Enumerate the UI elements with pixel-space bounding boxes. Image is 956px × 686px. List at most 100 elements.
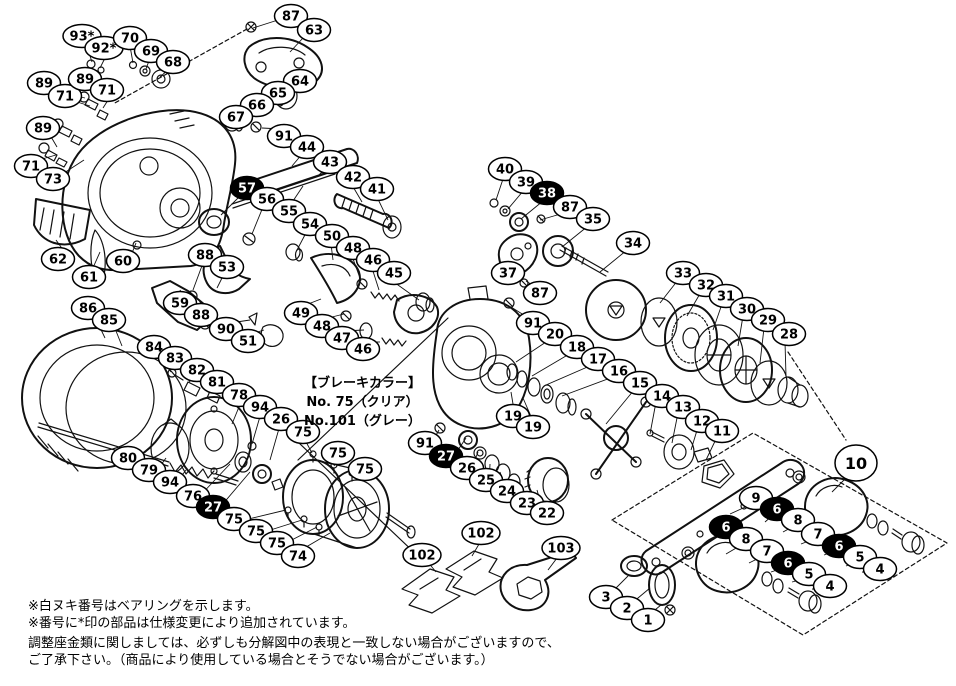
- svg-text:18: 18: [568, 341, 586, 356]
- brake-note-line1: No. 75（クリア）: [306, 395, 419, 410]
- svg-text:14: 14: [653, 390, 671, 405]
- brake-note-title: 【ブレーキカラー】: [303, 376, 421, 391]
- part-callout-87: 87: [273, 3, 309, 29]
- footnote-line: 調整座金類に関しましては、必ずしも分解図中の表現と一致しない場合がございますので…: [28, 636, 560, 651]
- svg-text:87: 87: [561, 201, 579, 216]
- bearing-callout-57: 57: [229, 175, 265, 201]
- part-callout-75: 75: [320, 440, 356, 466]
- left-side-plate: [61, 109, 237, 272]
- callout-leader: [605, 389, 635, 425]
- svg-text:8: 8: [741, 533, 750, 548]
- svg-text:65: 65: [269, 87, 287, 102]
- part-callout-71: 71: [47, 83, 83, 109]
- part-callout-61: 61: [71, 264, 107, 290]
- svg-text:91: 91: [416, 437, 434, 452]
- part-callout-1: 1: [630, 607, 666, 633]
- part-callout-53: 53: [209, 254, 245, 280]
- brake-drum-stack: [150, 368, 284, 491]
- svg-text:43: 43: [321, 156, 339, 171]
- svg-text:81: 81: [208, 376, 226, 391]
- svg-text:75: 75: [225, 513, 243, 528]
- callout-leader: [784, 341, 787, 377]
- svg-text:89: 89: [35, 77, 53, 92]
- svg-text:56: 56: [258, 193, 276, 208]
- svg-text:70: 70: [121, 32, 139, 47]
- part-callout-75: 75: [347, 456, 383, 482]
- part-callout-92*: 92*: [84, 35, 124, 61]
- svg-text:46: 46: [364, 254, 382, 269]
- assembly-axis-dotted: [787, 351, 847, 441]
- part-callout-94: 94: [152, 469, 188, 495]
- part-callout-102: 102: [402, 542, 442, 568]
- drive-gear-train: [559, 245, 809, 408]
- svg-text:87: 87: [282, 10, 300, 25]
- callout-leader: [599, 249, 628, 273]
- svg-text:92*: 92*: [92, 42, 117, 57]
- part-callout-28: 28: [771, 321, 807, 347]
- svg-text:94: 94: [161, 476, 179, 491]
- svg-text:50: 50: [323, 230, 341, 245]
- svg-text:30: 30: [738, 303, 756, 318]
- svg-text:51: 51: [239, 335, 257, 350]
- svg-text:28: 28: [780, 328, 798, 343]
- svg-text:31: 31: [717, 290, 735, 305]
- svg-text:6: 6: [834, 540, 843, 555]
- svg-text:71: 71: [98, 84, 116, 99]
- callout-leader: [561, 225, 589, 248]
- callout-leader: [220, 195, 241, 216]
- svg-text:73: 73: [44, 173, 62, 188]
- svg-text:103: 103: [547, 542, 574, 557]
- part-callout-63: 63: [296, 17, 332, 43]
- part-callout-85: 85: [91, 307, 127, 333]
- svg-text:3: 3: [601, 591, 610, 606]
- svg-text:69: 69: [142, 45, 160, 60]
- svg-text:39: 39: [517, 176, 535, 191]
- handle-assembly: [611, 432, 948, 636]
- handle-group-dashed-box: [611, 432, 948, 636]
- svg-text:48: 48: [313, 320, 331, 335]
- svg-text:89: 89: [34, 122, 52, 137]
- part-callout-62: 62: [40, 246, 76, 272]
- diagram-artwork: [21, 21, 948, 636]
- svg-text:76: 76: [184, 490, 202, 505]
- svg-text:94: 94: [251, 401, 269, 416]
- brake-note-line2: No.101（グレー）: [304, 414, 421, 429]
- part-callout-60: 60: [105, 248, 141, 274]
- part-callout-74: 74: [280, 543, 316, 569]
- callout-leader: [192, 262, 204, 291]
- part-callout-102: 102: [461, 520, 501, 546]
- svg-text:38: 38: [538, 187, 556, 202]
- callout-leader: [712, 303, 723, 331]
- svg-text:79: 79: [140, 464, 158, 479]
- svg-text:91: 91: [524, 317, 542, 332]
- svg-text:40: 40: [496, 163, 514, 178]
- svg-text:35: 35: [584, 213, 602, 228]
- svg-text:25: 25: [477, 474, 495, 489]
- footnotes: ※白ヌキ番号はベアリングを示します。 ※番号に*印の部品は仕様変更により追加され…: [28, 598, 560, 669]
- brake-color-note: 【ブレーキカラー】 No. 75（クリア） No.101（グレー）: [300, 374, 425, 431]
- svg-text:6: 6: [783, 557, 792, 572]
- svg-text:53: 53: [218, 261, 236, 276]
- part-callout-19: 19: [515, 414, 551, 440]
- svg-text:8: 8: [793, 514, 802, 529]
- svg-text:71: 71: [22, 160, 40, 175]
- svg-text:67: 67: [227, 111, 245, 126]
- svg-text:78: 78: [230, 389, 248, 404]
- svg-text:11: 11: [713, 425, 731, 440]
- svg-text:87: 87: [531, 287, 549, 302]
- callout-leader: [545, 364, 593, 386]
- part-callout-37: 37: [490, 260, 526, 286]
- svg-text:26: 26: [272, 413, 290, 428]
- callout-leader: [737, 315, 744, 347]
- callout-leader: [531, 352, 572, 377]
- callout-leader: [759, 327, 765, 364]
- part-callout-41: 41: [359, 176, 395, 202]
- part-callout-67: 67: [218, 104, 254, 130]
- svg-text:7: 7: [762, 545, 771, 560]
- svg-text:27: 27: [437, 450, 455, 465]
- part-callout-11: 11: [704, 418, 740, 444]
- svg-text:102: 102: [467, 527, 494, 542]
- svg-text:42: 42: [344, 171, 362, 186]
- svg-text:4: 4: [825, 580, 834, 595]
